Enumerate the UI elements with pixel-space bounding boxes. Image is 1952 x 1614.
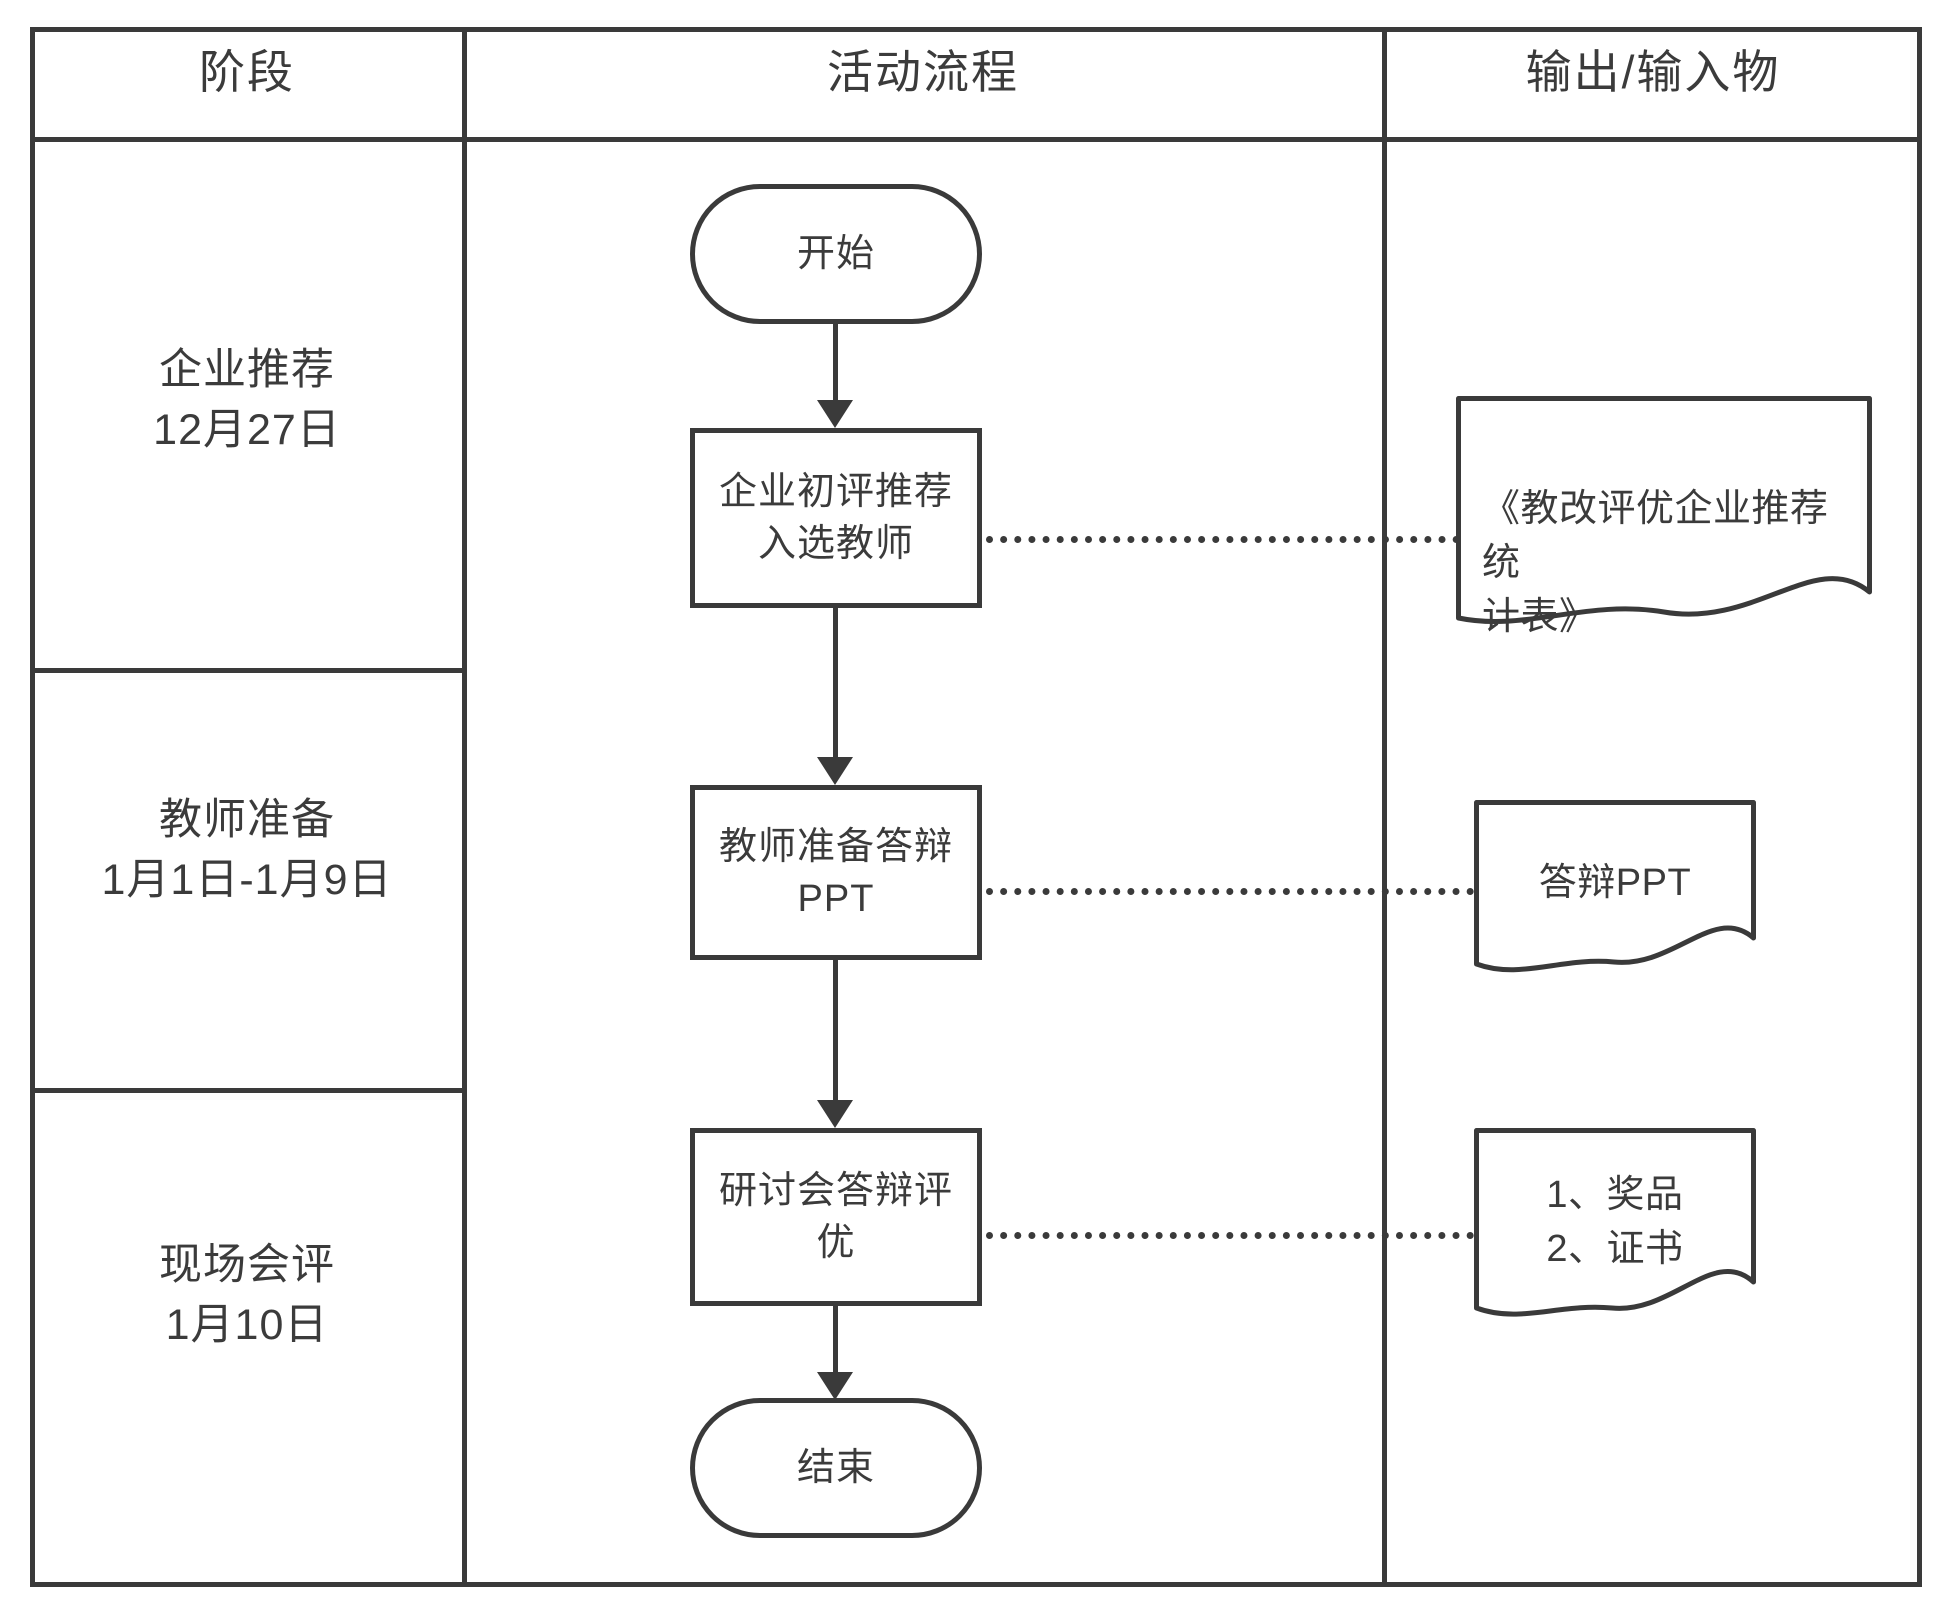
connector-start-to-p1: [833, 324, 838, 406]
dotted-link-p3-doc3: [986, 1232, 1474, 1239]
node-end[interactable]: 结束: [690, 1398, 982, 1538]
node-process-1[interactable]: 企业初评推荐 入选教师: [690, 428, 982, 608]
document-3-line2: 2、证书: [1546, 1228, 1684, 1270]
node-process-2-label: 教师准备答辩 PPT: [705, 821, 967, 925]
stage-name-1: 企业推荐: [159, 346, 335, 394]
document-shape-2[interactable]: 答辩PPT: [1474, 800, 1756, 973]
node-start[interactable]: 开始: [690, 184, 982, 324]
column-divider-stage-flow: [462, 27, 467, 1587]
document-icon: [1474, 1128, 1756, 1317]
document-shape-1[interactable]: 《教改评优企业推荐统 计表》: [1456, 396, 1872, 638]
column-header-stage: 阶段: [199, 46, 295, 98]
arrowhead-p2-to-p3: [817, 1100, 853, 1128]
node-process-2[interactable]: 教师准备答辩 PPT: [690, 785, 982, 960]
node-process-3[interactable]: 研讨会答辩评 优: [690, 1128, 982, 1306]
node-process-3-label: 研讨会答辩评 优: [705, 1165, 967, 1269]
node-process-1-label: 企业初评推荐 入选教师: [705, 466, 967, 570]
document-3-label: 1、奖品 2、证书: [1474, 1168, 1756, 1276]
document-2-label: 答辩PPT: [1474, 856, 1756, 910]
document-icon: [1456, 396, 1872, 625]
stage-date-3: 1月10日: [165, 1301, 329, 1349]
stage-divider-2: [30, 1088, 462, 1093]
dotted-link-p1-doc1: [986, 536, 1460, 543]
document-1-line1: 《教改评优企业推荐统: [1482, 488, 1829, 584]
connector-p3-to-end: [833, 1306, 838, 1378]
dotted-link-p2-doc2: [986, 888, 1474, 895]
stage-name-2: 教师准备: [159, 796, 335, 844]
stage-date-2: 1月1日-1月9日: [101, 856, 393, 904]
node-process-1-line2: 入选教师: [757, 523, 914, 565]
arrowhead-p1-to-p2: [817, 757, 853, 785]
node-process-1-line1: 企业初评推荐: [718, 471, 953, 513]
document-shape-3[interactable]: 1、奖品 2、证书: [1474, 1128, 1756, 1318]
stage-date-1: 12月27日: [153, 406, 341, 454]
node-process-2-line2: PPT: [797, 877, 875, 920]
node-process-3-line2: 优: [816, 1222, 856, 1264]
document-icon: [1474, 800, 1756, 973]
document-1-label: 《教改评优企业推荐统 计表》: [1456, 482, 1872, 644]
document-1-line2: 计表》: [1482, 596, 1598, 638]
column-header-flow: 活动流程: [827, 46, 1019, 98]
node-process-3-line1: 研讨会答辩评: [718, 1170, 953, 1212]
arrowhead-start-to-p1: [817, 400, 853, 428]
document-2-line1: 答辩PPT: [1538, 862, 1692, 904]
stage-cell-2: 教师准备 1月1日-1月9日: [35, 790, 459, 910]
stage-name-3: 现场会评: [159, 1241, 335, 1289]
document-3-line1: 1、奖品: [1546, 1174, 1684, 1216]
connector-p1-to-p2: [833, 608, 838, 763]
stage-cell-3: 现场会评 1月10日: [35, 1235, 459, 1355]
node-end-label: 结束: [796, 1447, 875, 1489]
stage-divider-1: [30, 668, 462, 673]
header-divider: [30, 137, 1922, 142]
connector-p2-to-p3: [833, 960, 838, 1106]
column-divider-flow-output: [1382, 27, 1387, 1587]
node-process-2-line1: 教师准备答辩: [718, 825, 953, 868]
column-header-output: 输出/输入物: [1525, 46, 1781, 98]
node-start-label: 开始: [796, 233, 875, 275]
arrowhead-p3-to-end: [817, 1372, 853, 1400]
stage-cell-1: 企业推荐 12月27日: [35, 340, 459, 460]
